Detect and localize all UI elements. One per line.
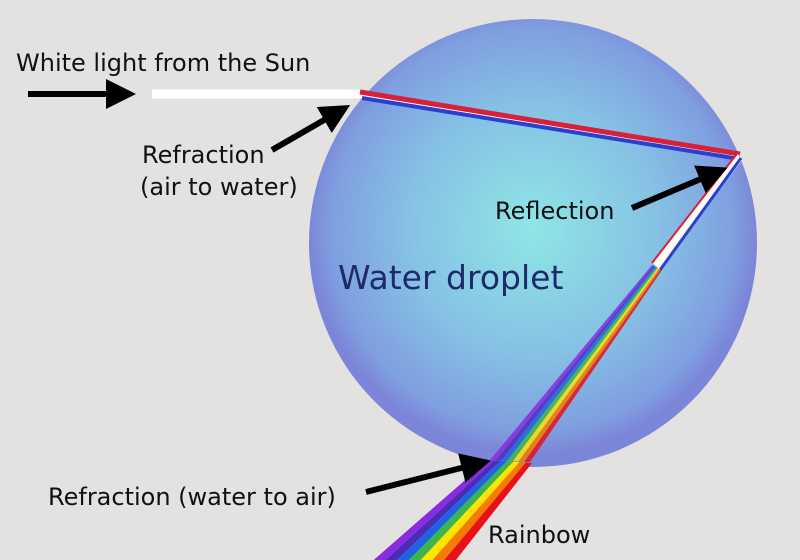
rainbow-band [408, 461, 514, 560]
rainbow-band [432, 462, 526, 560]
label-reflection: Reflection [495, 197, 615, 225]
label-refraction-in-detail: (air to water) [140, 173, 298, 201]
dispersed-ray-inside [490, 265, 662, 462]
inner-spectrum-band [518, 268, 661, 462]
label-refraction-in: Refraction [142, 141, 265, 169]
label-sunlight: White light from the Sun [16, 49, 311, 77]
rainbow-band [385, 460, 501, 560]
reflection-arrow [630, 165, 728, 211]
inner-spectrum-band [524, 269, 662, 462]
rainbow-band [373, 460, 495, 560]
rainbow-band [397, 460, 507, 560]
refracted-ray-inside [359, 89, 741, 161]
rainbow-rays [373, 460, 532, 560]
rainbow-band [420, 461, 520, 560]
refraction-in-arrow [270, 105, 351, 153]
inner-spectrum-band [507, 267, 658, 462]
water-droplet [309, 19, 757, 467]
inner-spectrum-band [495, 265, 655, 461]
inner-spectrum-band [501, 266, 657, 461]
rainbow-band [444, 462, 532, 560]
label-water-droplet: Water droplet [338, 258, 564, 297]
refraction-out-arrow [365, 453, 491, 495]
label-refraction-out: Refraction (water to air) [48, 483, 336, 511]
label-rainbow: Rainbow [488, 521, 591, 549]
inner-spectrum-band [512, 267, 660, 462]
inner-spectrum-band [490, 265, 654, 461]
